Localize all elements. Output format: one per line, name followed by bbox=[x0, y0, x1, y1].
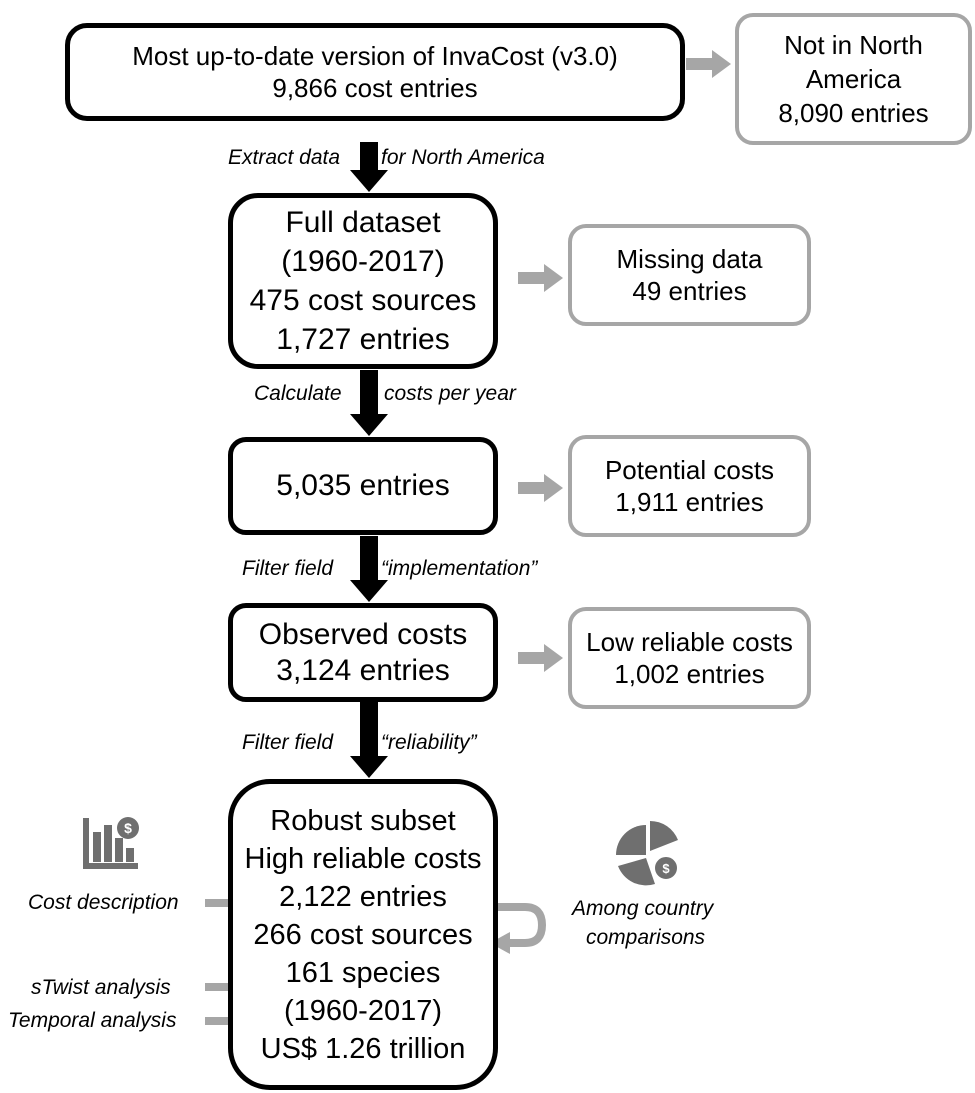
main-arrows bbox=[350, 142, 388, 778]
robust-total: US$ 1.26 trillion bbox=[260, 1033, 466, 1065]
robust-years: (1960-2017) bbox=[284, 995, 442, 1027]
observed-costs-count: 3,124 entries bbox=[276, 653, 450, 687]
full-dataset-sources: 475 cost sources bbox=[249, 284, 477, 317]
full-dataset-years: (1960-2017) bbox=[281, 245, 445, 278]
step-extract-left: Extract data bbox=[228, 146, 341, 169]
observed-costs-box: Observed costs 3,124 entries bbox=[228, 603, 498, 702]
cost-description-label: Cost description bbox=[28, 891, 179, 914]
not-na-count: 8,090 entries bbox=[778, 98, 929, 128]
robust-entries: 2,122 entries bbox=[279, 881, 447, 913]
step-calculate-left: Calculate bbox=[254, 382, 342, 405]
full-dataset-box: Full dataset (1960-2017) 475 cost source… bbox=[228, 193, 498, 369]
loop-arrow bbox=[488, 903, 547, 947]
side-arrows bbox=[518, 50, 731, 672]
not-north-america-box: Not in North America 8,090 entries bbox=[735, 13, 972, 145]
full-dataset-entries: 1,727 entries bbox=[276, 323, 450, 356]
potential-costs-box: Potential costs 1,911 entries bbox=[568, 435, 811, 537]
missing-data-title: Missing data bbox=[616, 244, 763, 274]
pie-chart-dollar-icon: $ bbox=[616, 820, 679, 886]
missing-data-count: 49 entries bbox=[632, 276, 747, 306]
robust-subtitle: High reliable costs bbox=[244, 843, 482, 875]
yearly-entries-box: 5,035 entries bbox=[228, 437, 498, 535]
yearly-entries-count: 5,035 entries bbox=[276, 469, 450, 502]
observed-costs-title: Observed costs bbox=[258, 617, 468, 651]
svg-text:$: $ bbox=[662, 861, 670, 876]
invacost-count: 9,866 cost entries bbox=[272, 73, 478, 103]
low-reliable-title: Low reliable costs bbox=[586, 627, 793, 657]
bar-chart-dollar-icon: $ bbox=[83, 817, 139, 869]
invacost-box: Most up-to-date version of InvaCost (v3.… bbox=[65, 23, 685, 121]
stwist-analysis-label: sTwist analysis bbox=[31, 976, 171, 999]
missing-data-box: Missing data 49 entries bbox=[568, 224, 811, 326]
temporal-analysis-label: Temporal analysis bbox=[8, 1009, 177, 1032]
step-reliability-right: “reliability” bbox=[381, 731, 477, 754]
not-na-line1: Not in North bbox=[784, 30, 923, 60]
step-extract-right: for North America bbox=[381, 146, 545, 169]
not-na-line2: America bbox=[805, 64, 902, 94]
full-dataset-title: Full dataset bbox=[285, 206, 441, 239]
svg-text:$: $ bbox=[124, 820, 132, 836]
step-reliability-left: Filter field bbox=[242, 731, 334, 754]
robust-species: 161 species bbox=[285, 957, 441, 989]
potential-costs-title: Potential costs bbox=[604, 455, 775, 485]
low-reliable-count: 1,002 entries bbox=[614, 659, 765, 689]
robust-title: Robust subset bbox=[270, 805, 456, 837]
robust-subset-box: Robust subset High reliable costs 2,122 … bbox=[228, 779, 498, 1090]
potential-costs-count: 1,911 entries bbox=[615, 487, 764, 517]
step-implementation-left: Filter field bbox=[242, 557, 334, 580]
low-reliable-costs-box: Low reliable costs 1,002 entries bbox=[568, 607, 811, 709]
invacost-title: Most up-to-date version of InvaCost (v3.… bbox=[132, 41, 618, 71]
step-implementation-right: “implementation” bbox=[381, 557, 538, 580]
robust-sources: 266 cost sources bbox=[253, 919, 473, 951]
among-country-label-2: comparisons bbox=[586, 926, 706, 949]
step-calculate-right: costs per year bbox=[384, 382, 516, 405]
among-country-label-1: Among country bbox=[572, 897, 714, 920]
